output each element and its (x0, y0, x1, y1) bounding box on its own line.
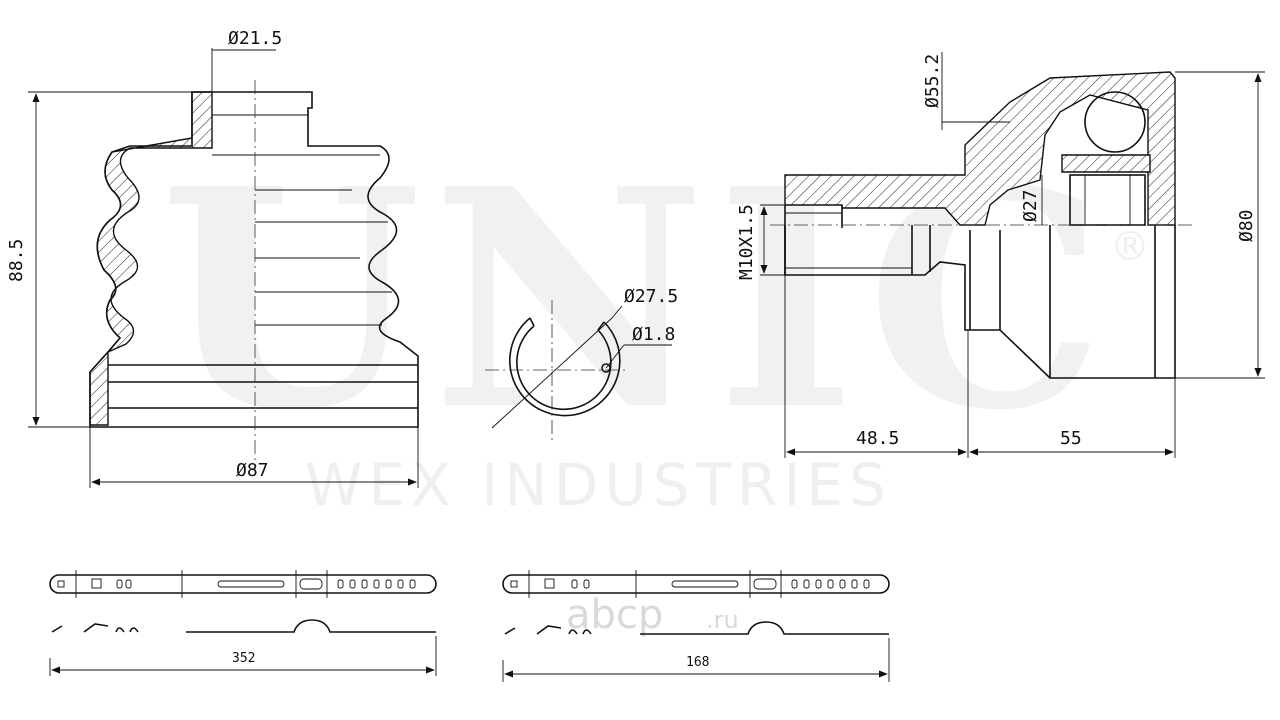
circlip-wire-section (601, 363, 611, 373)
clamp-short-side-view (504, 621, 889, 635)
clamp-hole (571, 579, 578, 589)
dim-clamp-long-length: 352 (232, 651, 255, 666)
circlip-drawing: Ø27.5 Ø1.8 (485, 286, 678, 440)
clamp-hole (544, 578, 555, 589)
clamp-short-top-view (502, 574, 890, 594)
dim-joint-thread: M10X1.5 (736, 204, 757, 280)
clamp-long-side-view (51, 619, 436, 633)
dim-leader (611, 305, 623, 319)
clamp-hole (91, 578, 102, 589)
boot-drawing: Ø21.5 88.5 Ø87 (6, 28, 419, 488)
clamp-hole (116, 579, 123, 589)
circlip-inner-arc (516, 325, 612, 411)
clamp-hole-row (791, 579, 870, 589)
watermark: UNIC WEX INDUSTRIES ® abcp .ru (160, 123, 1156, 638)
site-logo-tld: .ru (706, 606, 739, 634)
circlip-end (529, 317, 535, 327)
dim-boot-large-diameter: Ø87 (236, 460, 269, 481)
dim-joint-outer-diameter: Ø80 (1236, 209, 1257, 242)
clamp-slot (671, 580, 739, 588)
clamp-hole (125, 579, 132, 589)
clamp-long-drawing: 352 (49, 570, 437, 676)
clamp-hole (583, 579, 590, 589)
boot-outline (89, 91, 419, 428)
clamp-hole-row (337, 579, 416, 589)
circlip-end (597, 321, 605, 331)
clamp-ear (753, 578, 777, 590)
watermark-registered-mark: ® (1110, 224, 1156, 270)
watermark-company: WEX INDUSTRIES (305, 451, 892, 519)
dim-circlip-diameter: Ø27.5 (624, 286, 678, 307)
dim-joint-flange-diameter: Ø55.2 (922, 54, 943, 108)
dim-clamp-short-length: 168 (686, 655, 709, 670)
dim-boot-height: 88.5 (6, 239, 27, 282)
clamp-hole (510, 580, 518, 588)
dim-circlip-wire: Ø1.8 (632, 324, 675, 345)
dim-joint-body-length: 55 (1060, 428, 1082, 449)
dim-joint-shaft-length: 48.5 (856, 428, 899, 449)
joint-ball (1084, 91, 1146, 153)
dim-leader (605, 344, 625, 369)
joint-section-upper (784, 71, 1176, 226)
dim-boot-small-diameter: Ø21.5 (228, 28, 282, 49)
joint-drawing: Ø55.2 M10X1.5 Ø27 Ø80 48.5 55 (736, 52, 1265, 458)
clamp-long-top-view (49, 574, 437, 594)
joint-cage (1061, 154, 1151, 173)
joint-body-lower (784, 225, 1176, 379)
dim-circlip-diameter-line (491, 317, 613, 429)
clamp-slot (217, 580, 285, 588)
clamp-ear (299, 578, 323, 590)
circlip-outer-arc (509, 317, 621, 417)
clamp-short-drawing: 168 (502, 570, 890, 682)
site-logo: abcp .ru (566, 592, 739, 638)
site-logo-name: abcp (566, 592, 663, 638)
clamp-hole (57, 580, 65, 588)
dim-joint-spline-diameter: Ø27 (1020, 189, 1041, 222)
